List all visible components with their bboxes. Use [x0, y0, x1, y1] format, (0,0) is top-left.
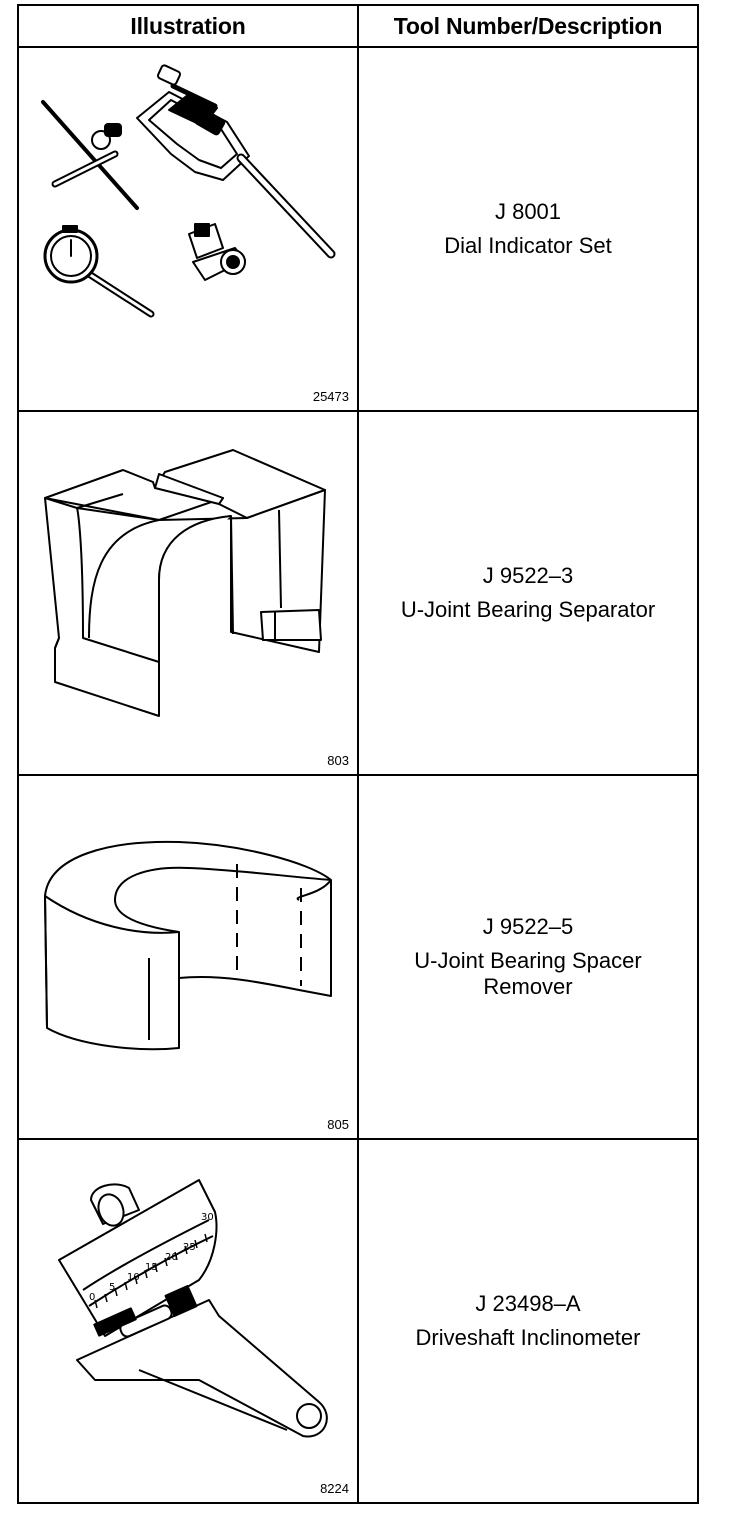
scale-label: 30 — [201, 1212, 214, 1223]
table-row: 0 5 10 15 20 25 30 8224 J 23498–A Drives… — [17, 1138, 699, 1504]
tool-description: Driveshaft Inclinometer — [415, 1325, 641, 1350]
illustration-cell: 25473 — [17, 46, 359, 412]
header-illustration: Illustration — [17, 4, 359, 48]
illustration-cell: 803 — [17, 410, 359, 776]
table-row: 803 J 9522–3 U-Joint Bearing Separator — [17, 410, 699, 776]
bearing-spacer-remover-icon — [19, 776, 355, 1138]
table-row: 25473 J 8001 Dial Indicator Set — [17, 46, 699, 412]
illustration-code: 25473 — [312, 389, 349, 404]
tool-description: U-Joint Bearing Spacer Remover — [414, 948, 642, 999]
table-row: 805 J 9522–5 U-Joint Bearing Spacer Remo… — [17, 774, 699, 1140]
scale-label: 5 — [109, 1282, 115, 1293]
scale-label: 25 — [183, 1242, 196, 1253]
table-header-row: Illustration Tool Number/Description — [17, 4, 699, 48]
illustration-code: 805 — [327, 1117, 349, 1132]
illustration-cell: 0 5 10 15 20 25 30 8224 — [17, 1138, 359, 1504]
tool-number: J 23498–A — [475, 1291, 581, 1316]
dial-indicator-set-icon — [19, 48, 355, 410]
tool-description-cell: J 23498–A Driveshaft Inclinometer — [357, 1138, 699, 1504]
inclinometer-icon: 0 5 10 15 20 25 30 — [19, 1140, 355, 1502]
illustration-cell: 805 — [17, 774, 359, 1140]
tool-number: J 9522–3 — [482, 563, 574, 588]
illustration-code: 803 — [327, 753, 349, 768]
illustration-code: 8224 — [320, 1481, 349, 1496]
tool-number: J 8001 — [494, 199, 562, 224]
tool-description: U-Joint Bearing Separator — [400, 597, 656, 622]
header-tool-number-description: Tool Number/Description — [357, 4, 699, 48]
tool-number: J 9522–5 — [482, 914, 574, 939]
tool-description-cell: J 9522–5 U-Joint Bearing Spacer Remover — [357, 774, 699, 1140]
tool-description-cell: J 8001 Dial Indicator Set — [357, 46, 699, 412]
bearing-separator-icon — [19, 412, 355, 774]
scale-label: 0 — [89, 1292, 95, 1303]
scale-label: 15 — [145, 1262, 158, 1273]
tool-description-cell: J 9522–3 U-Joint Bearing Separator — [357, 410, 699, 776]
tool-description: Dial Indicator Set — [444, 233, 612, 258]
scale-label: 20 — [165, 1252, 178, 1263]
scale-label: 10 — [127, 1272, 140, 1283]
tool-table: Illustration Tool Number/Description — [17, 4, 699, 1504]
